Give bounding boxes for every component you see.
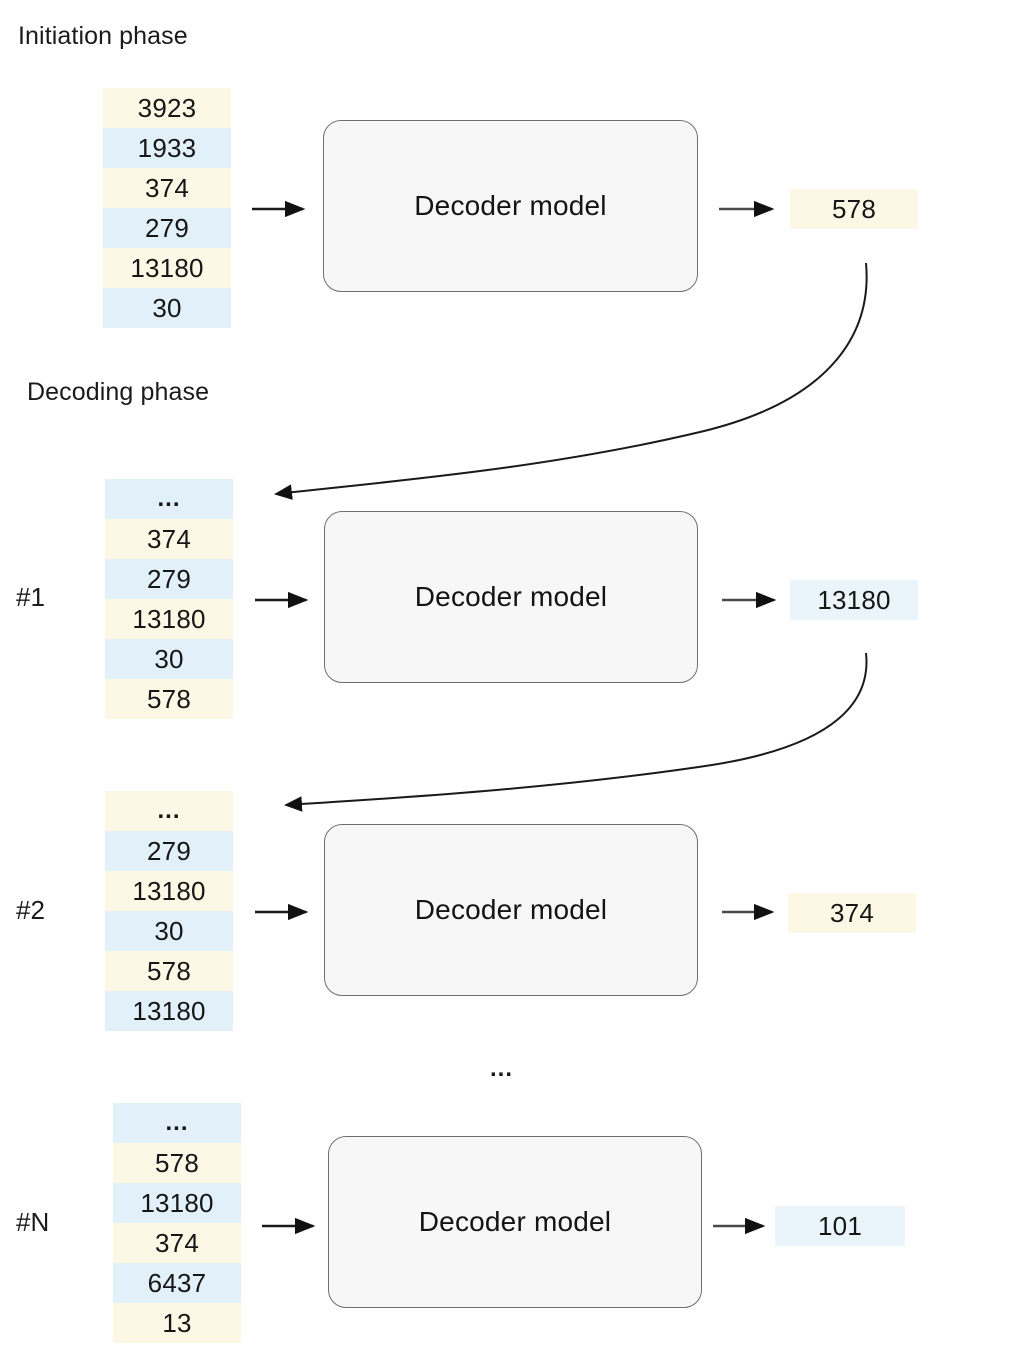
token-cell: 13180 (105, 871, 233, 911)
decoder-box-label: Decoder model (414, 581, 608, 612)
step-label-1: #1 (16, 582, 45, 612)
decoding-phase-title: Decoding phase (27, 378, 210, 406)
token-cell: 374 (103, 168, 231, 208)
token-cell: 13180 (105, 599, 233, 639)
decoder-box-label: Decoder model (414, 190, 607, 221)
token-cell: 30 (105, 911, 233, 951)
token-cell: ... (105, 479, 233, 519)
token-cell: 578 (105, 679, 233, 719)
output-chip-step-n: 101 (775, 1206, 905, 1246)
decoder-box-label: Decoder model (414, 894, 608, 925)
token-cell: ... (105, 791, 233, 831)
token-cell: 578 (105, 951, 233, 991)
token-cell: 13180 (105, 991, 233, 1031)
output-chip-initiation: 578 (790, 189, 918, 229)
token-cell: 30 (105, 639, 233, 679)
token-cell: 374 (113, 1223, 241, 1263)
token-cell: 13 (113, 1303, 241, 1343)
token-cell: 6437 (113, 1263, 241, 1303)
step-label-2: #2 (16, 895, 45, 925)
output-chip-step-1: 13180 (790, 580, 918, 620)
initiation-phase-title: Initiation phase (18, 22, 188, 50)
token-cell: 30 (103, 288, 231, 328)
token-stack-step-1: ... 374 279 13180 30 578 (105, 479, 233, 719)
decoder-box-label: Decoder model (418, 1206, 612, 1237)
token-cell: 279 (105, 559, 233, 599)
decoder-box-step-n: Decoder model (328, 1136, 702, 1308)
output-chip-step-2: 374 (788, 893, 916, 933)
token-cell: 1933 (103, 128, 231, 168)
step-label-n: #N (16, 1207, 50, 1237)
decoder-box-step-1: Decoder model (324, 511, 698, 683)
token-stack-step-n: ... 578 13180 374 6437 13 (113, 1103, 241, 1343)
token-cell: 13180 (103, 248, 231, 288)
token-cell: 13180 (113, 1183, 241, 1223)
decoder-box-step-2: Decoder model (324, 824, 698, 996)
token-cell: 279 (103, 208, 231, 248)
feedback-curve-initiation-to-step-1 (274, 262, 868, 500)
token-cell: 3923 (103, 88, 231, 128)
token-stack-initiation: 3923 1933 374 279 13180 30 (103, 88, 231, 328)
token-cell: 279 (105, 831, 233, 871)
token-cell: 374 (105, 519, 233, 559)
steps-continuation-ellipsis: ... (490, 1055, 514, 1082)
token-stack-step-2: ... 279 13180 30 578 13180 (105, 791, 233, 1031)
decoder-box-initiation: Decoder model (323, 120, 698, 292)
token-cell: 578 (113, 1143, 241, 1183)
token-cell: ... (113, 1103, 241, 1143)
